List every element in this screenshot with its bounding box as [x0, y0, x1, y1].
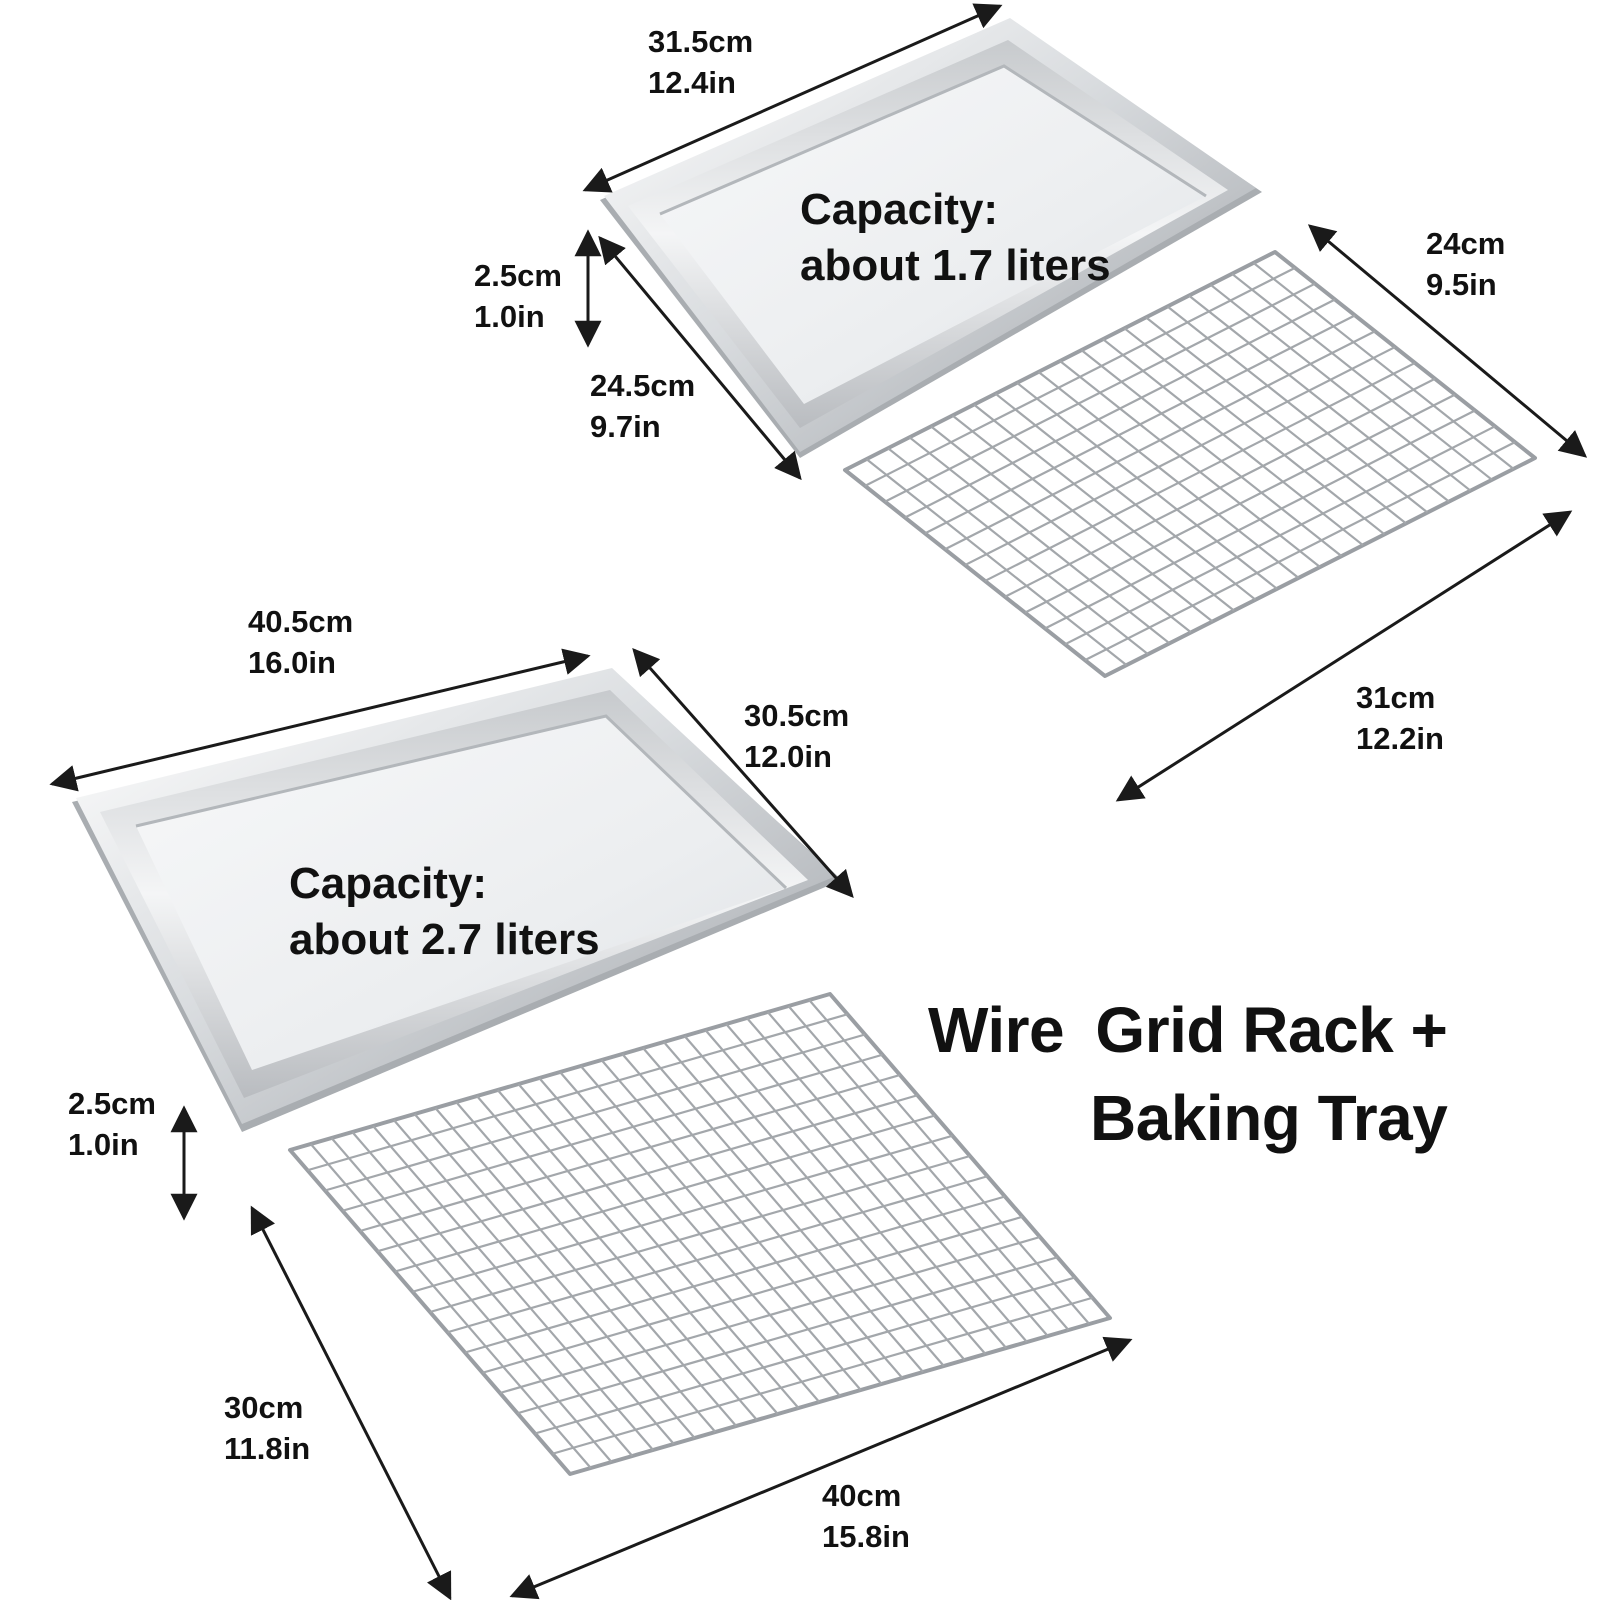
small-tray-width-in: 9.7in [590, 408, 661, 444]
small-tray-capacity-value: about 1.7 liters [800, 240, 1111, 290]
rack-wire [884, 282, 1316, 503]
small-tray-width-label: 24.5cm 9.7in [590, 366, 695, 448]
rack-wire [964, 346, 1396, 567]
large-tray-height-label: 2.5cm 1.0in [68, 1084, 156, 1166]
rack-wire [324, 1033, 866, 1192]
rack-wire [394, 1114, 936, 1273]
rack-wire [951, 414, 1214, 623]
product-title: Wire Grid Rack + Baking Tray [928, 986, 1448, 1163]
large-rack-length-label: 40cm 15.8in [822, 1476, 910, 1558]
rack-wire [1064, 425, 1496, 646]
rack-wire [447, 1175, 988, 1334]
rack-wire [994, 392, 1257, 601]
large-tray-width-label: 30.5cm 12.0in [744, 696, 849, 778]
small-tray-width-arrow [598, 235, 802, 481]
rack-wire [499, 1235, 1041, 1395]
small-rack-width-cm: 24cm [1426, 226, 1506, 261]
large-tray-width-in: 12.0in [744, 738, 832, 774]
large-rack-width-arrow [250, 1205, 452, 1600]
large-tray-height-cm: 2.5cm [68, 1086, 156, 1121]
small-rack-length-label: 31cm 12.2in [1356, 678, 1444, 760]
rack-wire [1209, 283, 1472, 492]
small-tray-height-label: 2.5cm 1.0in [474, 256, 562, 338]
small-rack-length-in: 12.2in [1356, 720, 1444, 756]
product-title-grid-rack: Grid Rack + [1095, 994, 1448, 1066]
product-title-baking-tray: Baking Tray [1090, 1082, 1448, 1155]
small-tray-height-in: 1.0in [474, 298, 545, 334]
rack-wire [552, 1296, 1093, 1455]
rack-wire [944, 330, 1376, 551]
rack-wire [1123, 327, 1386, 536]
rack-wire [887, 447, 1149, 656]
rack-wire [864, 266, 1296, 487]
large-rack-length-in: 15.8in [822, 1518, 910, 1554]
rack-wire [1016, 381, 1278, 590]
rack-wire [412, 1134, 953, 1293]
rack-wire [1145, 316, 1407, 525]
large-rack-length-arrow [509, 1336, 1133, 1600]
rack-wire [924, 314, 1356, 535]
small-tray-width-cm: 24.5cm [590, 368, 696, 403]
rack-wire [1059, 360, 1321, 568]
large-tray-width-arrow [632, 647, 854, 899]
rack-wire [865, 458, 1128, 666]
rack-wire [464, 1195, 1006, 1354]
large-tray-length-cm: 40.5cm [248, 604, 354, 639]
rack-wire [1166, 305, 1429, 514]
dimension-arrows [49, 3, 1588, 1600]
rack-wire [1188, 294, 1450, 503]
large-tray-length-in: 16.0in [248, 644, 336, 680]
large-rack-width-cm: 30cm [224, 1390, 304, 1425]
large-tray-length-arrow [49, 648, 591, 792]
rack-wire [307, 1013, 848, 1172]
large-tray-capacity-label: Capacity: [289, 859, 488, 908]
rack-wire [984, 361, 1416, 582]
small-tray-length-arrow [582, 3, 1003, 193]
rack-wire [1102, 338, 1364, 547]
large-tray-width-cm: 30.5cm [744, 698, 850, 733]
rack-wire [359, 1073, 901, 1233]
rack-wire [482, 1215, 1023, 1374]
small-tray-length-label: 31.5cm 12.4in [648, 22, 753, 104]
rack-wire [377, 1094, 918, 1253]
small-rack-width-in: 9.5in [1426, 266, 1497, 302]
rack-wire [973, 403, 1235, 612]
small-tray-length-cm: 31.5cm [648, 24, 754, 59]
large-tray-length-label: 40.5cm 16.0in [248, 602, 353, 684]
rack-wire [342, 1053, 883, 1212]
small-tray-capacity-label: Capacity: [800, 185, 999, 234]
large-tray-capacity: Capacity: about 2.7 liters [289, 856, 600, 968]
rack-wire [1080, 349, 1343, 557]
large-rack-width-label: 30cm 11.8in [224, 1388, 310, 1470]
rack-wire [1037, 371, 1300, 579]
small-rack-length-arrow [1115, 510, 1573, 802]
small-tray-capacity: Capacity: about 1.7 liters [800, 182, 1111, 294]
large-tray-capacity-value: about 2.7 liters [289, 914, 600, 964]
small-rack-width-label: 24cm 9.5in [1426, 224, 1505, 306]
rack-wire [930, 425, 1192, 634]
small-rack-width-arrow [1307, 224, 1588, 458]
rack-wire [1084, 441, 1516, 662]
rack-wire [429, 1154, 971, 1314]
large-rack-length-cm: 40cm [822, 1478, 902, 1513]
rack-wire [534, 1276, 1076, 1435]
small-tray-length-in: 12.4in [648, 64, 736, 100]
rack-wire [904, 298, 1336, 519]
rack-wire [908, 436, 1171, 645]
small-rack-length-cm: 31cm [1356, 680, 1436, 715]
large-rack-width-in: 11.8in [224, 1430, 311, 1466]
rack-wire [517, 1256, 1058, 1415]
rack-wire [1024, 393, 1456, 614]
product-title-word-wire: Wire [928, 994, 1065, 1066]
rack-wire [1004, 377, 1436, 598]
large-tray-height-in: 1.0in [68, 1126, 139, 1162]
small-tray-height-cm: 2.5cm [474, 258, 562, 293]
